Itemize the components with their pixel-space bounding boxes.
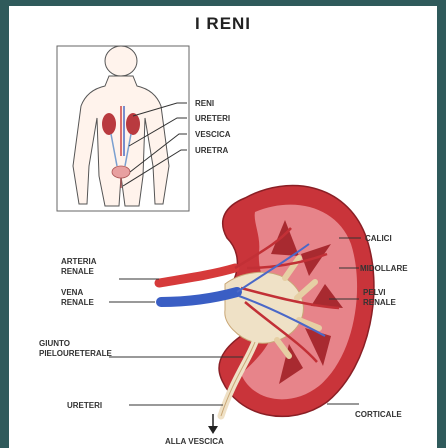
label-arteria-2: RENALE [61,267,95,276]
diagram-panel: I RENI RENI URETERI [9,6,437,448]
label-reni: RENI [195,99,214,108]
label-giunto-1: GIUNTO [39,339,70,348]
label-calici: CALICI [365,234,392,243]
label-giunto-2: PIELOURETERALE [39,349,113,358]
kidney-diagram: RENI URETERI VESCICA URETRA [9,6,437,448]
body-head [105,46,137,76]
label-arteria-1: ARTERIA [61,257,97,266]
label-alla-vescica: ALLA VESCICA [165,437,224,446]
label-uretra: URETRA [195,146,229,155]
inset-right-kidney [126,113,140,135]
label-ureteri-top: URETERI [195,114,230,123]
label-midollare: MIDOLLARE [360,264,408,273]
label-vena-2: RENALE [61,298,95,307]
label-ureteri: URETERI [67,401,102,410]
renal-pelvis [225,272,304,343]
arrow-down-icon [208,426,218,434]
body-inset [57,46,189,211]
label-vescica: VESCICA [195,130,231,139]
label-pelvi-1: PELVI [363,288,386,297]
label-corticale: CORTICALE [355,410,402,419]
renal-artery [159,268,235,283]
label-pelvi-2: RENALE [363,298,397,307]
kidney-cross-section [159,186,374,417]
inset-left-kidney [102,113,116,135]
label-vena-1: VENA [61,288,83,297]
inset-bladder [112,166,130,178]
